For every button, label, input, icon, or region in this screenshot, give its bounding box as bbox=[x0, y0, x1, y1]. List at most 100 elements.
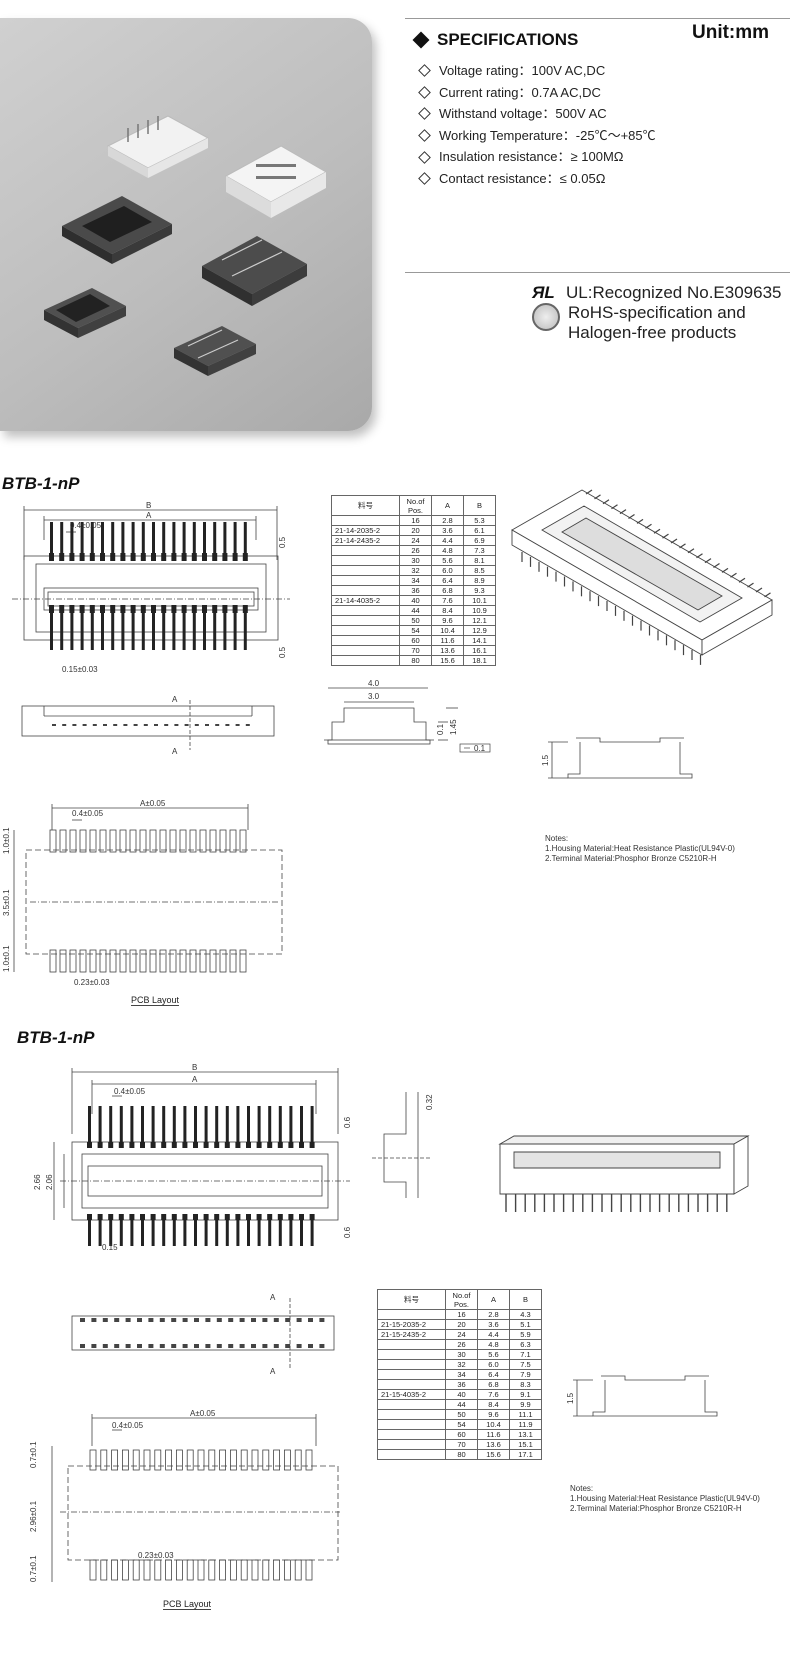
cell-part bbox=[377, 1449, 446, 1460]
cell-a: 4.8 bbox=[431, 545, 464, 556]
pin bbox=[70, 522, 74, 560]
cell-part bbox=[331, 615, 400, 626]
contact bbox=[150, 1214, 156, 1220]
pin bbox=[111, 612, 115, 650]
iso-pin bbox=[662, 533, 669, 539]
contact bbox=[182, 1214, 188, 1220]
cell-a: 15.6 bbox=[477, 1449, 510, 1460]
cell-b: 15.1 bbox=[509, 1439, 542, 1450]
pcb-pad bbox=[165, 1559, 173, 1581]
filled-diamond-icon bbox=[412, 31, 430, 49]
cell-a: 6.4 bbox=[431, 575, 464, 586]
pcb-pad bbox=[240, 1559, 248, 1581]
contact bbox=[191, 553, 197, 561]
pin bbox=[109, 1106, 113, 1142]
pcb-pad bbox=[197, 1449, 205, 1471]
pin-dot bbox=[205, 1318, 211, 1322]
pin bbox=[203, 612, 206, 650]
pcb-pad bbox=[154, 1559, 162, 1581]
pin-dot bbox=[194, 1344, 199, 1348]
cell-a: 8.4 bbox=[431, 605, 464, 616]
cell-a: 5.6 bbox=[431, 555, 464, 566]
contact bbox=[120, 605, 126, 613]
section1-side-view-drawing: 4.0 3.0 0.1 1.45 0.1 bbox=[324, 679, 491, 753]
ul-recognized-text: UL:Recognized No.E309635 bbox=[566, 283, 782, 302]
cell-b: 7.1 bbox=[509, 1349, 542, 1360]
pin bbox=[233, 612, 237, 650]
iso-pin bbox=[738, 577, 746, 583]
side-inner: 3.0 bbox=[368, 692, 380, 701]
cell-pos: 20 bbox=[445, 1319, 478, 1330]
section1-front-view-drawing: A A bbox=[21, 695, 275, 756]
iso-pin bbox=[670, 538, 678, 544]
cell-pos: 32 bbox=[399, 565, 432, 576]
cell-a: 6.8 bbox=[431, 585, 464, 596]
cell-b: 17.1 bbox=[509, 1449, 542, 1460]
pin bbox=[268, 1220, 272, 1246]
cell-part bbox=[331, 555, 400, 566]
pcb-pad bbox=[208, 1559, 216, 1581]
pcb-pad bbox=[139, 829, 147, 853]
contact bbox=[191, 605, 197, 613]
dim-a2: A bbox=[192, 1075, 198, 1084]
pin bbox=[131, 612, 135, 650]
pin-dot bbox=[171, 1318, 177, 1322]
cell-part: 21-14-2035-2 bbox=[331, 525, 400, 536]
iso-pin bbox=[713, 563, 720, 568]
contact bbox=[130, 553, 136, 561]
height-dim2: 1.5 bbox=[566, 1392, 575, 1404]
pcb-pad bbox=[169, 949, 177, 973]
cell-pos: 80 bbox=[445, 1449, 478, 1460]
spec-item: Contact resistance：≤ 0.05Ω bbox=[418, 168, 656, 190]
pcb-pad bbox=[49, 949, 57, 973]
cell-pos: 80 bbox=[399, 655, 432, 666]
contact bbox=[181, 553, 187, 561]
pin bbox=[172, 1220, 176, 1246]
contact bbox=[242, 605, 248, 613]
pin bbox=[111, 522, 115, 560]
pin bbox=[225, 1220, 229, 1246]
cell-a: 13.6 bbox=[431, 645, 464, 656]
spec-item: Working Temperature：-25℃～+85℃ bbox=[418, 125, 656, 147]
pin-dot bbox=[228, 1344, 234, 1348]
pcb-pad bbox=[79, 949, 87, 973]
pcb-pad bbox=[89, 949, 97, 973]
cell-pos: 26 bbox=[399, 545, 432, 556]
contact bbox=[129, 1142, 135, 1148]
pin-dot bbox=[171, 1344, 177, 1348]
cell-part: 21-14-4035-2 bbox=[331, 595, 400, 606]
cell-b: 7.9 bbox=[509, 1369, 542, 1380]
contact bbox=[212, 605, 218, 613]
contact bbox=[171, 605, 177, 613]
cell-part bbox=[377, 1379, 446, 1390]
outline-diamond-icon bbox=[418, 107, 431, 121]
contact bbox=[203, 1142, 209, 1148]
cell-b: 9.9 bbox=[509, 1399, 542, 1410]
cell-a: 11.6 bbox=[431, 635, 464, 646]
pin-dot bbox=[239, 1344, 245, 1348]
iso-pin bbox=[594, 494, 601, 500]
pcb-pad bbox=[149, 829, 157, 853]
spec-item: Withstand voltage：500V AC bbox=[418, 103, 656, 125]
pcb-pad bbox=[89, 1559, 97, 1581]
section1-pcb-layout-drawing: A±0.05 0.4±0.05 1.0±0.1 3.5±0.1 1.0±0.1 … bbox=[2, 799, 283, 987]
dim-a: A bbox=[146, 511, 152, 520]
pcb-pad bbox=[219, 1559, 227, 1581]
col-a: A bbox=[431, 495, 464, 516]
pin bbox=[80, 522, 84, 560]
contact bbox=[246, 1214, 251, 1220]
contact bbox=[100, 553, 105, 561]
cell-b: 8.1 bbox=[463, 555, 496, 566]
pin bbox=[225, 1106, 229, 1142]
pin-dot bbox=[285, 1344, 291, 1348]
col-pos: No.of Pos. bbox=[445, 1289, 478, 1310]
contact bbox=[232, 605, 238, 613]
pin-dot bbox=[228, 1318, 234, 1322]
contact bbox=[171, 1214, 177, 1220]
pin-dot bbox=[205, 724, 209, 726]
